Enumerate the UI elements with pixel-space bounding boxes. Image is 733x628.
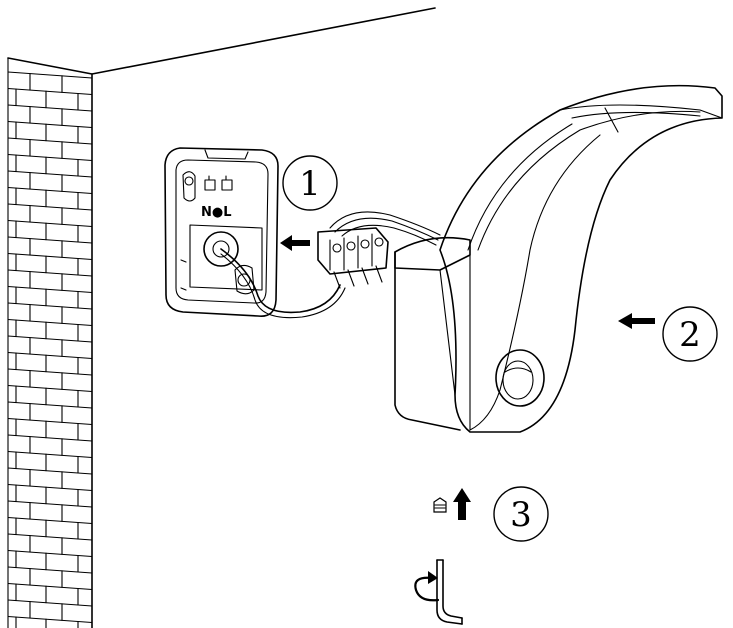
brick-course-line: [7, 318, 93, 327]
brick-course-line: [7, 549, 93, 558]
brick-course-line: [7, 582, 93, 591]
terminal-connector: [317, 227, 389, 289]
brick-course-line: [7, 615, 93, 624]
brick-course-line: [7, 302, 93, 310]
wall-brick-icon: [7, 7, 436, 628]
brick-course-line: [7, 203, 93, 211]
hex-key-icon: [436, 559, 463, 625]
brick-course-line: [7, 368, 93, 376]
arrow-left-icon: [618, 313, 655, 329]
brick-course-line: [7, 467, 93, 475]
brick-course-line: [7, 516, 93, 525]
brick-course-line: [7, 434, 93, 442]
brick-course-line: [7, 87, 93, 96]
brick-course-line: [7, 384, 93, 393]
brick-course-line: [7, 533, 93, 541]
brick-course-line: [7, 450, 93, 459]
brick-course-line: [7, 219, 93, 228]
brick-course-line: [7, 483, 93, 492]
brick-course-line: [7, 335, 93, 343]
brick-course-line: [7, 351, 93, 360]
svg-text:2: 2: [679, 315, 701, 355]
mounting-plate: N●L: [164, 147, 279, 317]
arrow-up-icon: [453, 488, 471, 520]
brick-course-line: [7, 170, 93, 178]
rotate-icon: [414, 571, 440, 602]
step-3-label: 3: [493, 486, 549, 542]
lamp-housing: [394, 84, 723, 433]
brick-course-line: [7, 566, 93, 574]
brick-course-line: [7, 285, 93, 294]
brick-course-line: [7, 269, 93, 277]
brick-course-line: [7, 71, 93, 79]
brick-course-line: [7, 236, 93, 244]
brick-course-line: [7, 153, 93, 162]
step-2-label: 2: [662, 306, 718, 362]
brick-course-line: [7, 417, 93, 426]
brick-course-line: [7, 120, 93, 129]
brick-course-line: [7, 137, 93, 145]
arrow-left-icon: [280, 235, 310, 251]
terminal-labels: N●L: [201, 205, 232, 220]
screw-icon: [433, 497, 447, 513]
step-1-label: 1: [282, 155, 338, 211]
brick-course-line: [7, 104, 93, 112]
pir-sensor-icon: [495, 349, 545, 407]
brick-course-line: [7, 186, 93, 195]
brick-course-line: [7, 401, 93, 409]
brick-course-line: [7, 599, 93, 607]
svg-text:3: 3: [510, 495, 532, 535]
brick-course-line: [7, 252, 93, 261]
brick-course-line: [7, 500, 93, 508]
svg-text:1: 1: [299, 164, 321, 204]
